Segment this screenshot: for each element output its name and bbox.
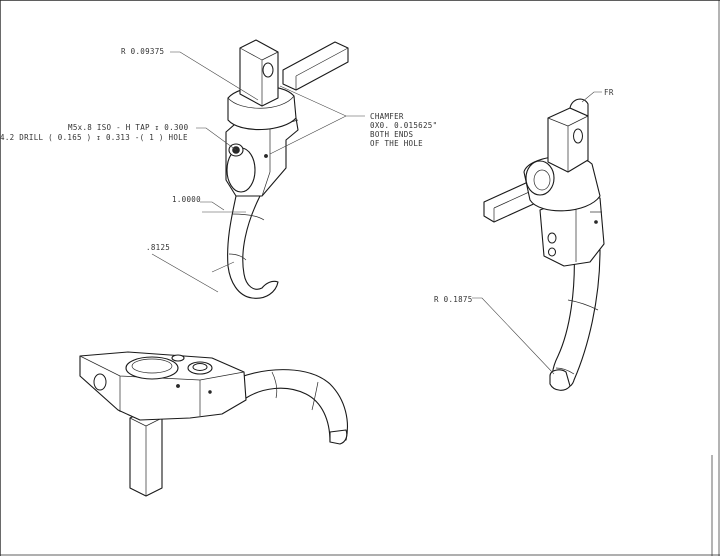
radius-bottom-label: R 0.1875 <box>434 295 473 304</box>
collar-top <box>125 356 179 380</box>
drill-spec-label: 4.2 DRILL ( 0.165 ) ↧ 0.313 -( 1 ) HOLE <box>0 133 188 142</box>
chamfer-label: CHAMFER <box>370 112 404 121</box>
radius-bottom-leader <box>472 297 555 375</box>
tab-hole <box>262 62 274 78</box>
chamfer-size-label: 0X0. 0.015625" <box>370 121 437 130</box>
radius-top-label: R 0.09375 <box>121 47 164 56</box>
chamfer-hole-label: OF THE HOLE <box>370 139 423 148</box>
view1-leaders <box>151 51 365 293</box>
tap-spec-label: M5x.8 ISO - H TAP ↧ 0.300 <box>68 123 189 132</box>
fr-leader <box>581 91 602 103</box>
fr-label: FR <box>604 88 614 97</box>
tab-hole-bottom <box>93 373 107 391</box>
chamfer-ends-label: BOTH ENDS <box>370 130 414 139</box>
trigger-blade <box>227 195 279 299</box>
length-dimension: 1.0000 <box>172 195 201 204</box>
trigger-blade-bottom <box>237 369 348 443</box>
square-bar <box>282 41 349 91</box>
width-dimension: .8125 <box>146 243 170 252</box>
view-isometric-bottom <box>79 351 348 497</box>
trigger-blade-side <box>551 245 601 389</box>
view-isometric-side <box>483 98 605 391</box>
view-isometric-front <box>225 39 349 299</box>
